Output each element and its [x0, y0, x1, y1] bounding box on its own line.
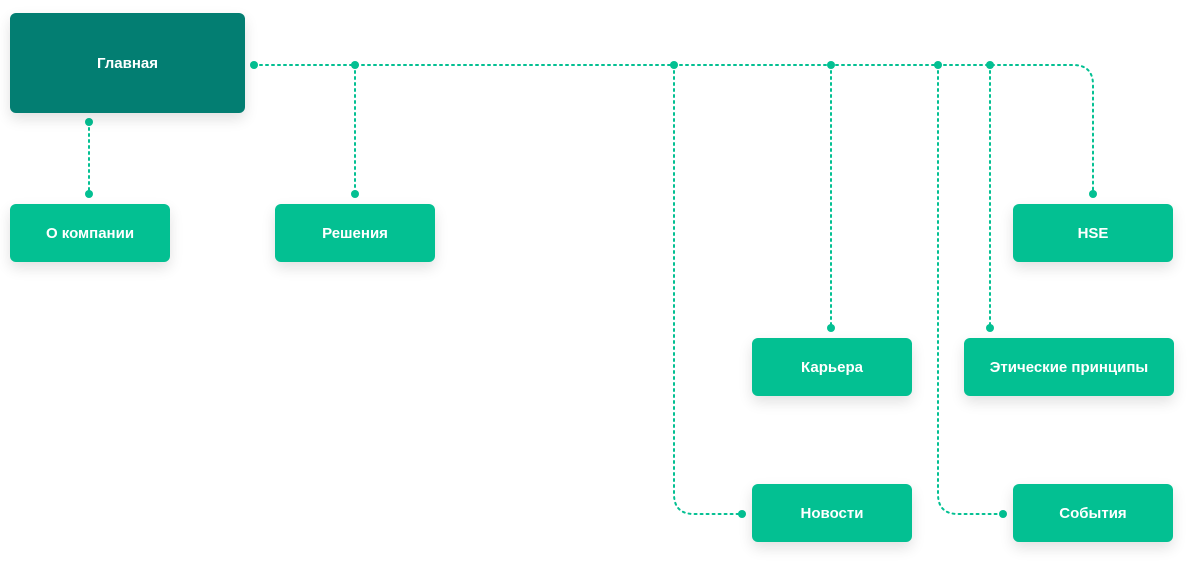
connector-trunk	[253, 64, 1094, 195]
connector-dot	[1089, 190, 1097, 198]
connector-dot	[999, 510, 1007, 518]
connector-dot	[986, 61, 994, 69]
connector-dot	[85, 118, 93, 126]
connector-dot	[351, 190, 359, 198]
node-ethics[interactable]: Этические принципы	[964, 338, 1174, 396]
node-events[interactable]: События	[1013, 484, 1173, 542]
node-events-label: События	[1059, 504, 1127, 522]
node-career-label: Карьера	[801, 358, 863, 376]
node-home[interactable]: Главная	[10, 13, 245, 113]
connector-events	[937, 64, 1004, 515]
node-ethics-label: Этические принципы	[989, 358, 1149, 376]
node-about-label: О компании	[45, 224, 135, 242]
node-about[interactable]: О компании	[10, 204, 170, 262]
connector-dot	[827, 61, 835, 69]
node-hse[interactable]: HSE	[1013, 204, 1173, 262]
node-home-label: Главная	[96, 54, 158, 72]
node-solutions-label: Решения	[322, 224, 388, 242]
node-news[interactable]: Новости	[752, 484, 912, 542]
node-solutions[interactable]: Решения	[275, 204, 435, 262]
connector-dot	[351, 61, 359, 69]
connector-dot	[670, 61, 678, 69]
connector-dot	[827, 324, 835, 332]
connector-dot	[85, 190, 93, 198]
connector-dot	[934, 61, 942, 69]
node-hse-label: HSE	[1077, 224, 1109, 242]
node-career[interactable]: Карьера	[752, 338, 912, 396]
connector-dot	[738, 510, 746, 518]
connector-news	[673, 64, 743, 515]
node-news-label: Новости	[800, 504, 864, 522]
connector-dot	[250, 61, 258, 69]
connector-dot	[986, 324, 994, 332]
